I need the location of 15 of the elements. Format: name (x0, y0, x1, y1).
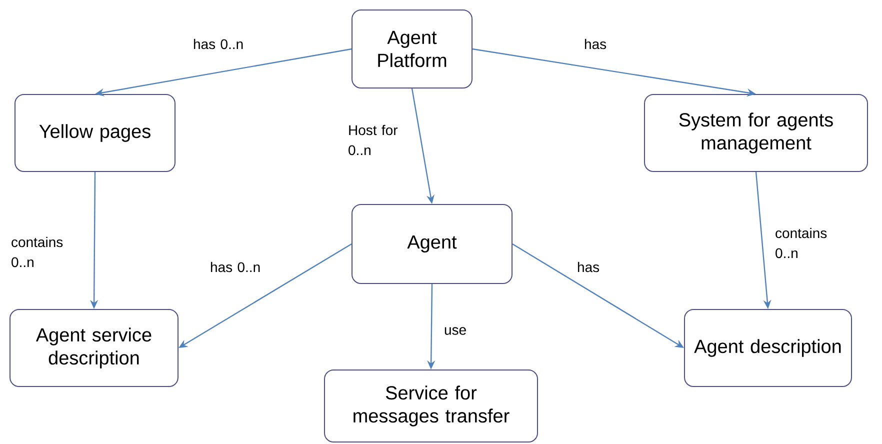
process-box: System for agents management (644, 94, 868, 172)
edge-label: has 0..n (194, 38, 243, 50)
process-box: Agent description (684, 309, 852, 387)
process-box: Agent (352, 204, 512, 284)
edge-label: use (444, 327, 466, 335)
edge-label: contains 0..n (776, 228, 827, 258)
process-box: Yellow pages (14, 94, 176, 172)
process-box: Agent service description (10, 309, 178, 387)
edge-label: Host for 0..n (348, 124, 398, 156)
edge-label: has (584, 38, 606, 50)
edge-label: has 0..n (210, 262, 260, 272)
process-box: Service for messages transfer (324, 370, 538, 442)
process-box: Agent Platform (352, 10, 472, 88)
edge-label: has (578, 262, 600, 272)
edge-label: contains 0..n (12, 236, 63, 268)
